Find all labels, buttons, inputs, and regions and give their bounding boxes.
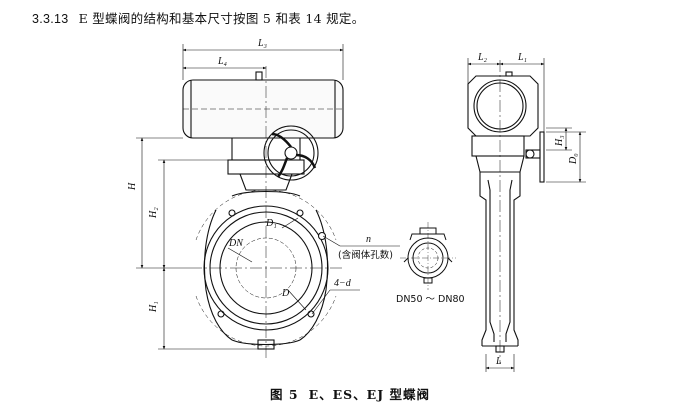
note-bolt-holes: (含阀体孔数) (338, 249, 393, 261)
front-dimensions (136, 44, 400, 350)
clause-number: 3.3.13 (32, 12, 69, 26)
dim-label-dn: DN (228, 238, 244, 249)
dim-label-l4: L₄ (217, 56, 228, 67)
dim-label-l: L (495, 356, 502, 367)
dim-label-h2: H₂ (148, 207, 159, 219)
dim-label-h1: H₁ (148, 301, 159, 313)
valve-drawing: L₃ L₄ H H₂ H₁ DN D₁ D n (含阀体孔数) 4−d DN50… (127, 38, 586, 372)
clause-text: E 型蝶阀的结构和基本尺寸按图 5 和表 14 规定。 (78, 11, 365, 26)
dim-label-d0: D₀ (568, 153, 579, 165)
front-view (182, 66, 344, 360)
dim-label-l2: L₂ (477, 52, 488, 63)
dim-label-l1: L₁ (517, 52, 527, 63)
dim-label-h: H (127, 182, 138, 191)
dim-label-h3: H₃ (554, 135, 565, 147)
dim-label-4-d: 4−d (334, 278, 352, 289)
figure-number: 图 5 (270, 387, 299, 402)
side-dimensions (467, 58, 586, 372)
figure-title: E、ES、EJ 型蝶阀 (308, 387, 430, 402)
dim-label-d: D (281, 288, 290, 299)
figure-caption: 图 5 E、ES、EJ 型蝶阀 (0, 384, 700, 403)
small-detail-view (400, 222, 456, 290)
dim-label-d1: D₁ (265, 218, 277, 229)
note-small-range: DN50 ～ DN80 (396, 294, 465, 305)
clause-heading: 3.3.13 E 型蝶阀的结构和基本尺寸按图 5 和表 14 规定。 (32, 8, 365, 27)
side-view (467, 60, 545, 364)
dim-label-n: n (366, 234, 371, 245)
dim-label-l3: L₃ (257, 38, 268, 49)
